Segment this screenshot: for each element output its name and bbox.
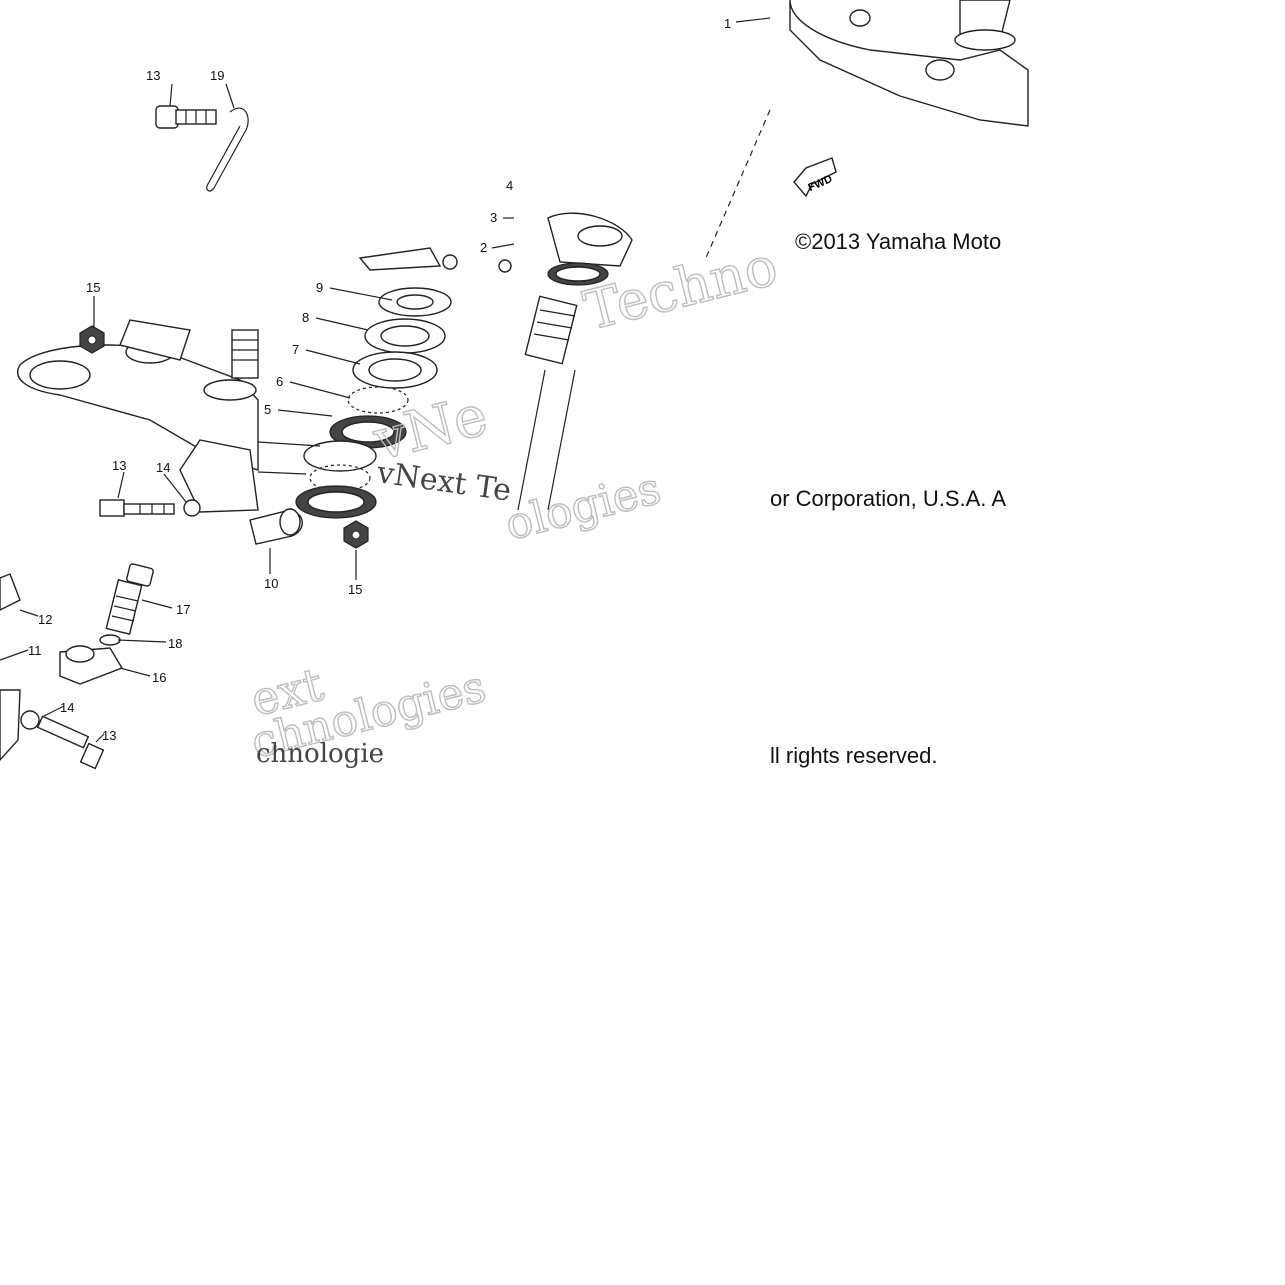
callout-15-center: 15: [348, 582, 362, 597]
fwd-arrow-icon: FWD: [793, 157, 837, 198]
callout-13-top: 13: [146, 68, 160, 83]
callout-15-left: 15: [86, 280, 100, 295]
collar-10: [249, 508, 303, 545]
steering-stem-thread: [203, 329, 259, 401]
callout-12: 12: [38, 612, 52, 627]
pinch-bolt-assembly: [0, 563, 154, 770]
callout-5: 5: [264, 402, 271, 417]
nut-15-left: [79, 325, 105, 354]
copyright-line-2: or Corporation, U.S.A. A: [770, 486, 1006, 511]
leader-lines: [0, 17, 771, 743]
callout-8: 8: [302, 310, 309, 325]
under-bracket: [17, 319, 259, 513]
callout-13-left: 13: [112, 458, 126, 473]
callout-17: 17: [176, 602, 190, 617]
steering-shaft: [498, 109, 771, 511]
watermark-4: ologies: [500, 463, 666, 551]
callout-3: 3: [490, 210, 497, 225]
watermark-7: chnologie: [256, 739, 384, 769]
callout-numbers: 1 2 3 4 5 6 7 8 9 10 11 12 13 13 13 14 1…: [28, 16, 731, 743]
bolt-13-left: [99, 499, 175, 517]
copyright-line-3: ll rights reserved.: [770, 743, 938, 768]
callout-13-bottom: 13: [102, 728, 116, 743]
bolt-13-top: [155, 105, 217, 129]
copyright-line-1: ©2013 Yamaha Moto: [795, 229, 1002, 254]
callout-19: 19: [210, 68, 224, 83]
callout-18: 18: [168, 636, 182, 651]
callout-14-bottom: 14: [60, 700, 74, 715]
callout-4: 4: [506, 178, 513, 193]
callout-1: 1: [724, 16, 731, 31]
callout-10: 10: [264, 576, 278, 591]
upper-crown: [789, 0, 1029, 127]
callout-14-left: 14: [156, 460, 170, 475]
callout-9: 9: [316, 280, 323, 295]
watermark-3: vNext Te: [374, 455, 513, 509]
callout-6: 6: [276, 374, 283, 389]
callout-7: 7: [292, 342, 299, 357]
bearing-stack: [295, 247, 458, 519]
nut-15-center: [343, 520, 369, 549]
callout-16: 16: [152, 670, 166, 685]
cotter-clip-19: [206, 107, 249, 192]
callout-11: 11: [28, 643, 42, 658]
callout-2: 2: [480, 240, 487, 255]
washer-14-left: [183, 499, 201, 517]
